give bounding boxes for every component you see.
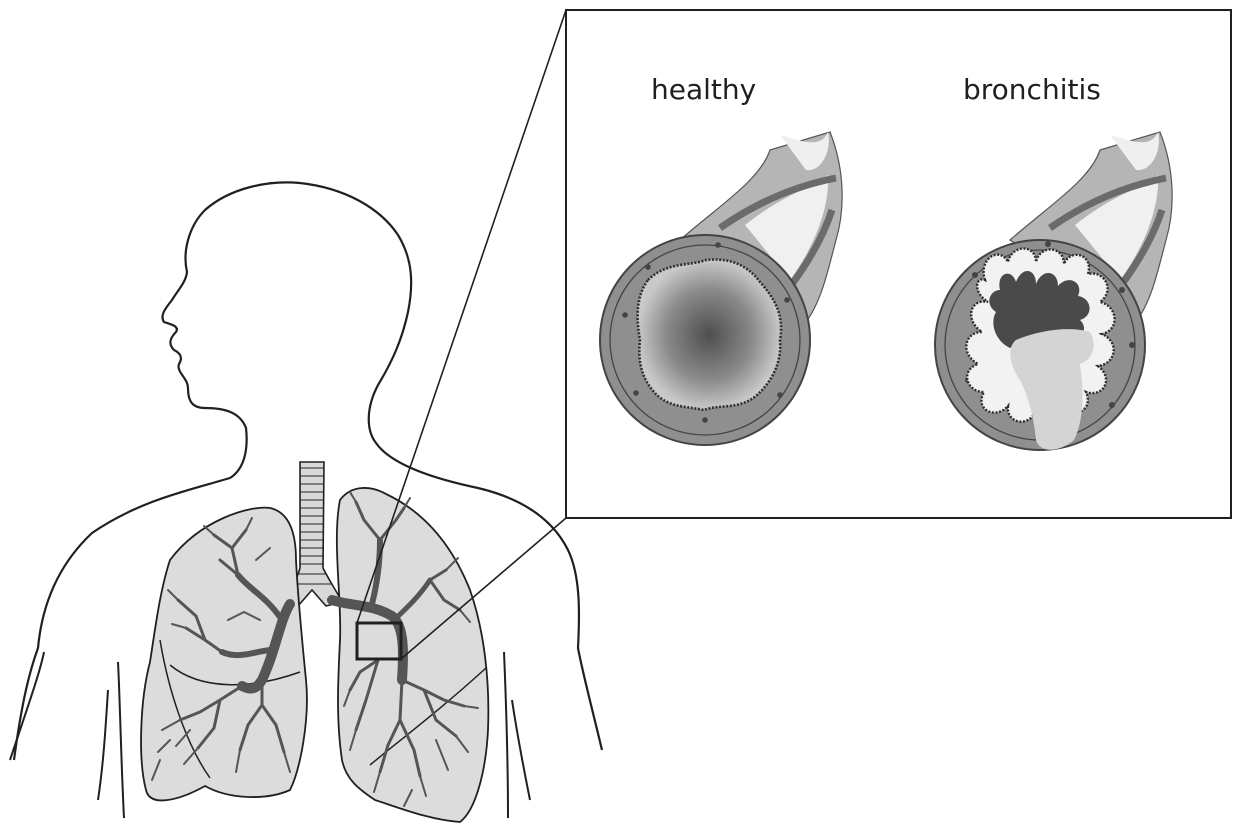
right-arm-line xyxy=(504,652,508,818)
left-arm-line xyxy=(118,662,124,818)
left-lung xyxy=(141,508,307,801)
right-side-line xyxy=(512,700,530,800)
left-flank-line xyxy=(10,652,44,760)
left-side-line xyxy=(98,690,108,800)
right-lung xyxy=(332,488,488,822)
callout-line-top xyxy=(357,10,566,623)
healthy-label: healthy xyxy=(651,73,756,106)
bronchitis-label: bronchitis xyxy=(963,73,1101,106)
